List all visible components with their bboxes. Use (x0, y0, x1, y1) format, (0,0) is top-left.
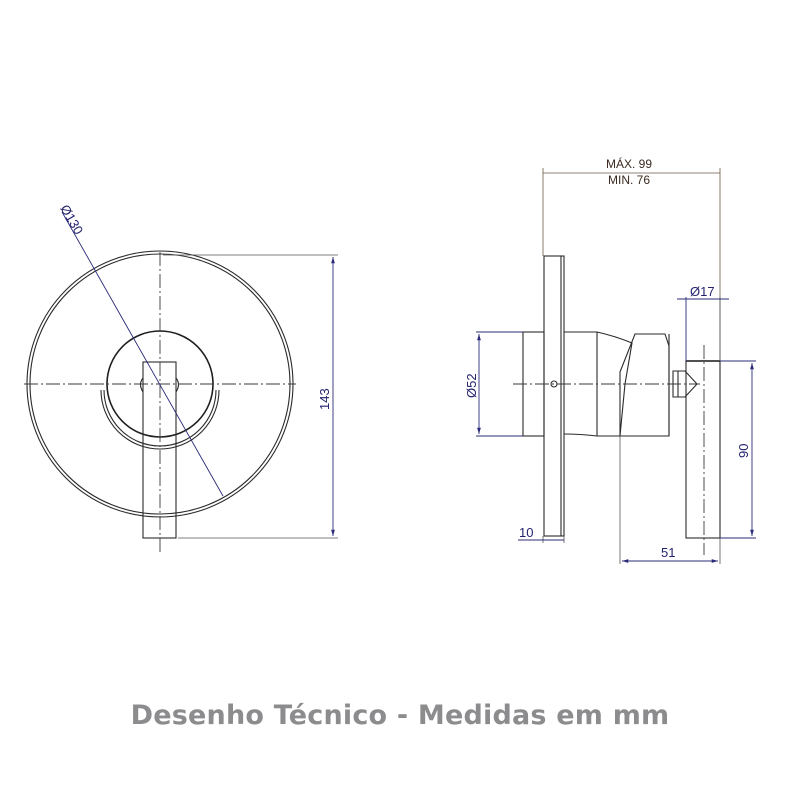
drawing-caption: Desenho Técnico - Medidas em mm (130, 700, 670, 731)
thickness-10-label: 10 (519, 525, 533, 540)
height-143-label: 143 (317, 388, 332, 410)
lever-detail-left (139, 377, 144, 393)
side-view: MÁX. 99 MIN. 76 Ø17 Ø52 10 51 90 (464, 156, 756, 564)
offset-51-label: 51 (661, 545, 675, 560)
depth-min-label: MIN. 76 (608, 173, 650, 187)
stem (672, 370, 698, 398)
depth-max-label: MÁX. 99 (606, 156, 652, 171)
hub-lower-ring (100, 389, 220, 450)
diameter-52-label: Ø52 (464, 373, 479, 398)
lever-side (685, 360, 721, 539)
front-view: Ø130 143 (24, 202, 338, 552)
diameter-130-label: Ø130 (57, 202, 86, 237)
diameter-17-label: Ø17 (690, 284, 715, 299)
diameter-130-leader (61, 211, 224, 497)
lever-detail-right (175, 377, 180, 393)
lever-handle (142, 361, 177, 539)
length-90-label: 90 (736, 444, 751, 458)
wall-plate (543, 255, 565, 537)
cap (619, 333, 670, 437)
